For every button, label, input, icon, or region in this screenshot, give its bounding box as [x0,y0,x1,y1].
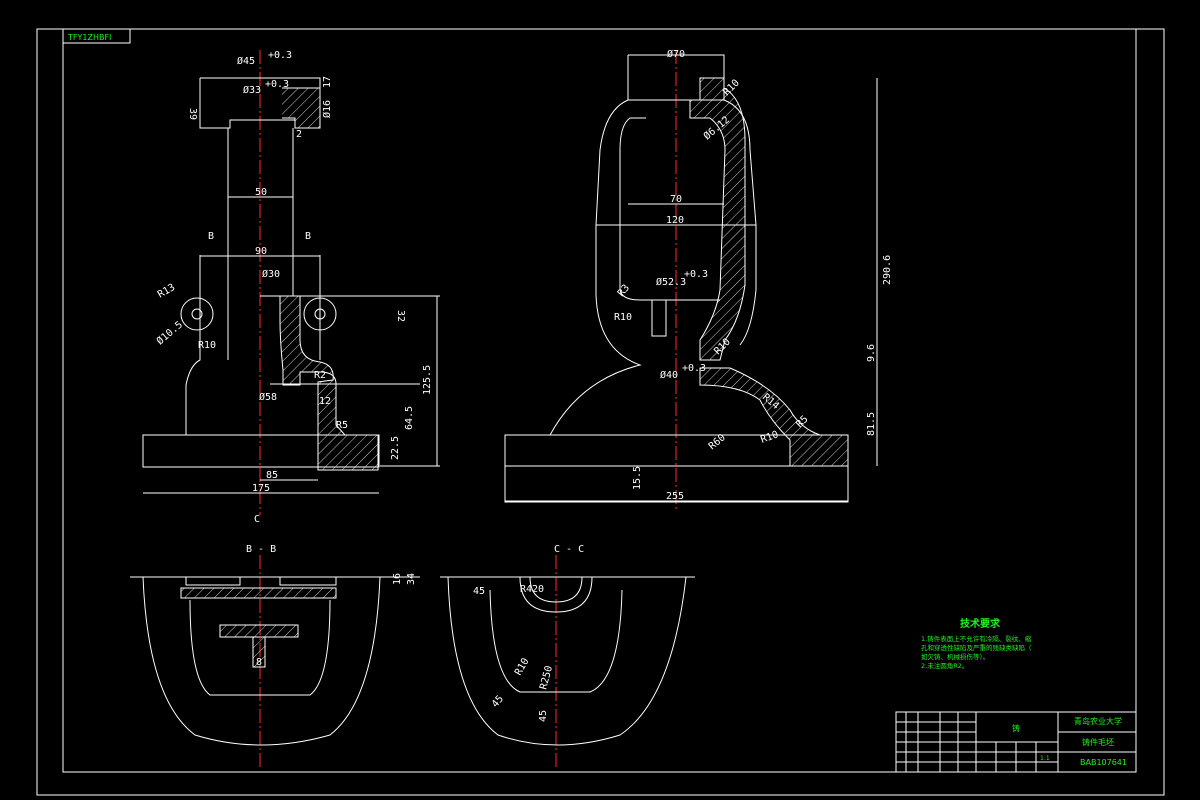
dim-w120: 120 [666,215,684,226]
dim-d10: Ø10.5 [154,319,185,348]
dim-h9: 9.6 [866,344,877,362]
dim-d52: Ø52.3 [656,276,686,288]
inner-frame [62,28,1137,773]
section-bb-label: B - B [246,544,276,555]
dim-w70: 70 [670,194,682,205]
dim-h22: 22.5 [390,436,401,460]
title-block [895,711,1137,773]
tech-req-line-3: 如欠铸、机械损伤等）。 [921,652,989,661]
tech-req-line-4: 2.未注圆角R2。 [921,661,968,670]
dim-bb-34: 34 [406,573,417,585]
dim-d58: Ø58 [259,391,277,403]
dim-cc-45a: 45 [490,694,506,710]
dim-cc-r250: R250 [538,665,555,691]
dim-cc-45: 45 [473,586,485,597]
dim-w90: 90 [255,246,267,257]
dim-r13: R13 [156,282,177,301]
title-scale: 1:1 [1040,755,1050,762]
front-view [142,50,440,515]
dim-cc-r10: R10 [513,656,532,677]
dim-h64: 64.5 [404,406,415,430]
dim-d45-tol: +0.3 [268,50,292,61]
dim-h17: 17 [322,76,333,88]
dim-w2: 2 [296,129,302,140]
dim-r3: R3 [616,283,632,299]
dim-d40-tol: +0.3 [682,363,706,374]
corner-tag: TFY1ZHBFI [67,33,111,42]
dim-cc-45b: 45 [538,710,549,722]
dim-h81: 81.5 [866,412,877,436]
dim-d70: Ø70 [667,48,685,60]
dim-h15: 15.5 [632,466,643,490]
dim-w50: 50 [255,187,267,198]
dim-d52-tol: +0.3 [684,269,708,280]
title-drawing-no: BAB107641 [1080,758,1127,767]
dim-d45: Ø45 [237,55,255,67]
tech-req-line-1: 1.铸件表面上不允许有冷隔、裂纹、缩 [921,634,1032,643]
dim-r10d: R10 [759,429,780,446]
dim-r10b: R10 [614,312,632,323]
title-part-name: 铸件毛坯 [1082,737,1114,747]
dim-h290: 290.6 [882,255,893,285]
dim-r2: R2 [314,370,326,381]
dim-bb-16: 16 [392,573,403,585]
section-cc-view [440,555,695,770]
section-b-right: B [305,231,311,242]
dim-d30: Ø30 [262,268,280,280]
corner-tag-box [62,28,131,44]
dim-d33: Ø33 [243,84,261,96]
dim-h39: 39 [187,108,198,120]
dim-h125: 125.5 [422,365,433,395]
title-school: 青岛农业大学 [1074,716,1122,726]
dim-h32: 32 [395,310,406,322]
dim-d40: Ø40 [660,369,678,381]
dim-w85: 85 [266,470,278,481]
section-c: C [254,514,260,525]
tech-req-line-2: 孔和穿透性缺陷及严重的残缺类缺陷（ [921,643,1032,652]
dim-bb-8: 8 [256,657,262,668]
dim-w255: 255 [666,491,684,502]
dim-d33-tol: +0.3 [265,79,289,90]
dim-r5: R5 [336,420,348,431]
side-view [504,50,849,510]
section-bb-view [130,555,420,770]
section-cc-label: C - C [554,544,584,555]
title-material: 铸 [1012,723,1020,733]
section-b-left: B [208,231,214,242]
dim-r10: R10 [198,340,216,351]
dim-w12: 12 [319,396,331,407]
tech-req-title: 技术要求 [960,617,1001,630]
dim-d16: Ø16 [321,100,333,118]
dim-w175: 175 [252,483,270,494]
dim-cc-r420: R420 [520,584,544,595]
